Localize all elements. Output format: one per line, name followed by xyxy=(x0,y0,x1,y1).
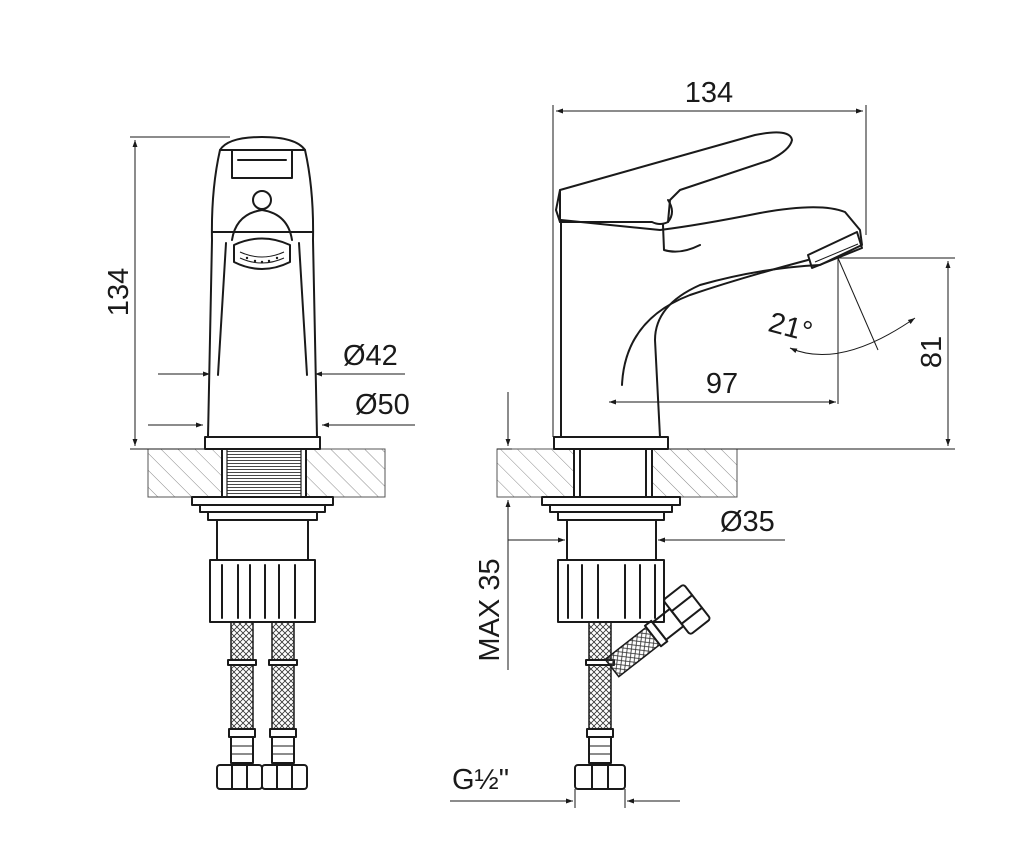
front-faucet-body xyxy=(204,136,321,450)
front-dimensions: 134 Ø42 Ø50 xyxy=(103,136,415,450)
side-height-label: 81 xyxy=(916,336,948,368)
side-dimensions: 134 81 97 21° Ø35 MAX 35 G½" xyxy=(450,77,955,808)
diameter-50-label: Ø50 xyxy=(355,389,410,421)
spout-angle-label: 21° xyxy=(765,307,816,349)
front-view: 134 Ø42 Ø50 xyxy=(103,136,415,790)
side-width-label: 134 xyxy=(685,77,733,109)
front-height-label: 134 xyxy=(103,268,135,316)
thread-size-label: G½" xyxy=(452,764,509,796)
max-worktop-label: MAX 35 xyxy=(474,558,506,661)
side-faucet-body xyxy=(553,131,863,450)
diameter-35-label: Ø35 xyxy=(720,506,775,538)
front-threaded-shank xyxy=(226,448,302,498)
diameter-42-label: Ø42 xyxy=(343,340,398,372)
front-mounting-kit xyxy=(191,496,334,790)
spout-reach-label: 97 xyxy=(706,368,738,400)
side-mounting-kit xyxy=(541,496,711,790)
side-view: 134 81 97 21° Ø35 MAX 35 G½" xyxy=(450,77,955,808)
